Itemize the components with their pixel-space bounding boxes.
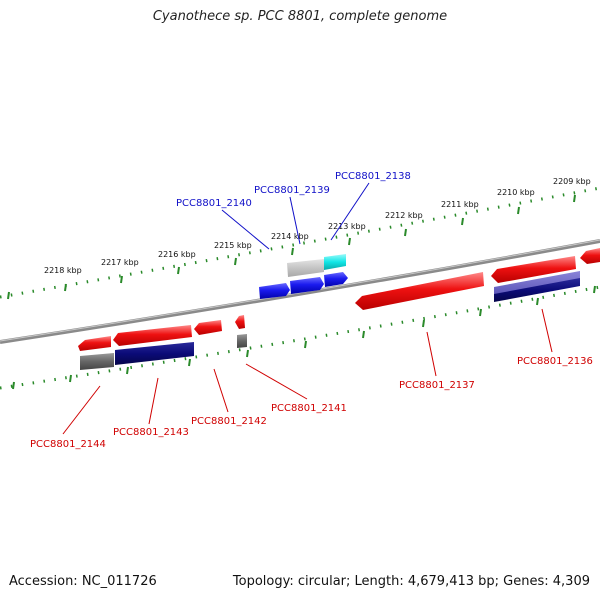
gene-label-2144[interactable]: PCC8801_2144	[30, 439, 106, 450]
accession-text: Accession: NC_011726	[9, 574, 157, 589]
kbp-label: 2213 kbp	[328, 222, 366, 231]
gene-label-2141[interactable]: PCC8801_2141	[271, 403, 347, 414]
kbp-label: 2209 kbp	[553, 177, 591, 186]
gene-label-2143[interactable]: PCC8801_2143	[113, 427, 189, 438]
leader-lines-bottom	[62, 308, 553, 435]
gene-label-2140[interactable]: PCC8801_2140	[176, 198, 252, 209]
gene-block-2141[interactable]	[237, 334, 247, 348]
gene-label-2136[interactable]: PCC8801_2136	[517, 356, 593, 367]
gene-arrow-2140c[interactable]	[324, 272, 348, 287]
gene-arrow-partial[interactable]	[580, 248, 600, 264]
leader-lines-top	[221, 182, 370, 250]
kbp-label: 2217 kbp	[101, 258, 139, 267]
gene-block-2144[interactable]	[80, 353, 114, 370]
gene-arrow-2141-upper[interactable]	[235, 315, 245, 329]
kbp-label: 2214 kbp	[271, 232, 309, 241]
major-ticks-bottom	[12, 285, 596, 390]
kbp-label: 2216 kbp	[158, 250, 196, 259]
gene-block-2136-navy[interactable]	[494, 278, 580, 302]
genome-backbone	[0, 239, 600, 344]
gene-arrow-2142-upper[interactable]	[194, 320, 222, 335]
gene-label-2142[interactable]: PCC8801_2142	[191, 416, 267, 427]
gene-arrow-2139[interactable]	[287, 259, 324, 277]
kbp-label: 2211 kbp	[441, 200, 479, 209]
kbp-label: 2218 kbp	[44, 266, 82, 275]
gene-label-2138[interactable]: PCC8801_2138	[335, 171, 411, 182]
scale-ticks-bottom	[0, 285, 600, 390]
kbp-label: 2212 kbp	[385, 211, 423, 220]
gene-arrow-2143-upper[interactable]	[113, 325, 192, 346]
gene-arrow-2136-upper[interactable]	[491, 256, 576, 283]
genome-summary-text: Topology: circular; Length: 4,679,413 bp…	[232, 574, 590, 589]
major-ticks-top	[7, 194, 576, 300]
gene-arrow-2140a[interactable]	[259, 283, 290, 299]
gene-arrow-2140b[interactable]	[290, 277, 324, 294]
kbp-label: 2215 kbp	[214, 241, 252, 250]
gene-label-2139[interactable]: PCC8801_2139	[254, 185, 330, 196]
gene-block-2143[interactable]	[115, 342, 194, 365]
map-title: Cyanothece sp. PCC 8801, complete genome	[152, 9, 448, 24]
kbp-label: 2210 kbp	[497, 188, 535, 197]
gene-arrow-2144-upper[interactable]	[78, 336, 111, 351]
gene-block-2136-purple[interactable]	[494, 271, 580, 296]
gene-arrow-2137[interactable]	[355, 272, 484, 310]
gene-arrow-2138[interactable]	[324, 254, 346, 270]
gene-label-2137[interactable]: PCC8801_2137	[399, 380, 475, 391]
